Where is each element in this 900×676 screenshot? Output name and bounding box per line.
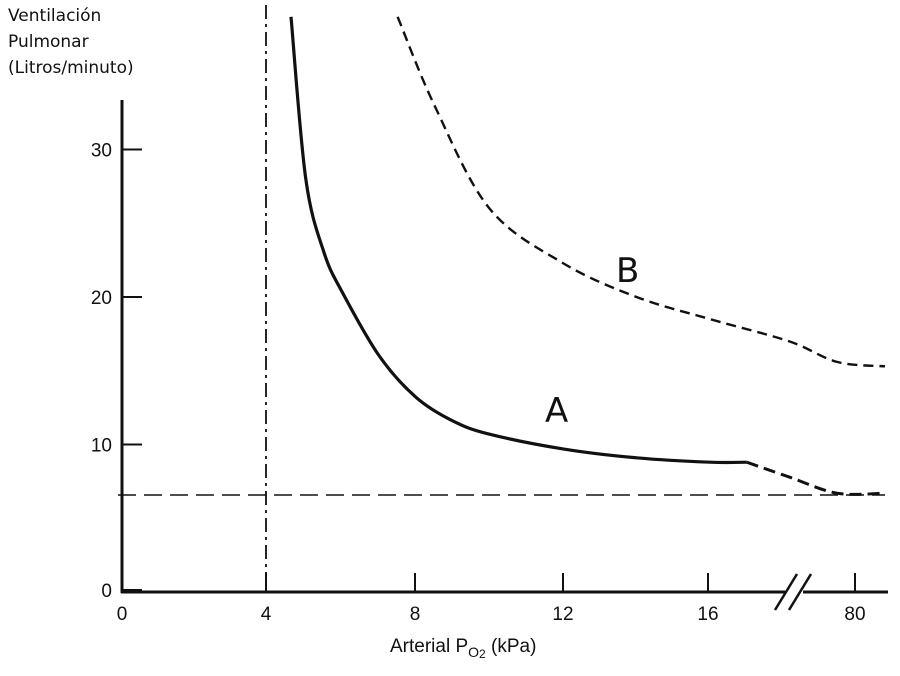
reference-lines [118,5,885,592]
axis-break-mark-1 [773,573,799,611]
x-axis-title-sub-2: 2 [479,647,486,661]
series-b-label: B [616,251,639,291]
y-axis-title-line-2: Pulmonar [8,32,89,52]
y-tick-label-30: 30 [91,141,112,162]
y-tick-label-20: 20 [91,288,112,309]
x-axis-title-prefix: Arterial P [390,636,469,657]
y-tick-label-0: 0 [101,581,112,602]
series-layer [289,16,886,496]
x-tick-label-0: 0 [117,604,128,625]
axes [120,100,888,611]
x-tick-label-8: 8 [410,604,421,625]
series-b-line [396,16,886,368]
labels-layer: 0 10 20 30 0 4 8 12 16 80 A B [91,141,866,626]
series-a-line-solid [289,16,747,465]
series-a-label: A [545,391,568,431]
y-tick-label-10: 10 [91,436,112,457]
x-tick-label-4: 4 [261,604,272,625]
x-axis-title-sub-o: O [468,643,480,660]
x-axis-title-suffix: (kPa) [485,636,537,657]
x-tick-label-12: 12 [552,604,573,625]
y-axis-title-line-1: Ventilación [8,6,102,26]
y-axis-title-line-3: (Litros/minuto) [8,58,134,78]
x-axis-title: Arterial PO2 (kPa) [390,636,536,661]
series-a-line-dashed [746,460,886,496]
x-tick-label-16: 16 [697,604,718,625]
x-tick-label-80: 80 [844,604,865,625]
axis-break-mark-2 [787,573,813,611]
